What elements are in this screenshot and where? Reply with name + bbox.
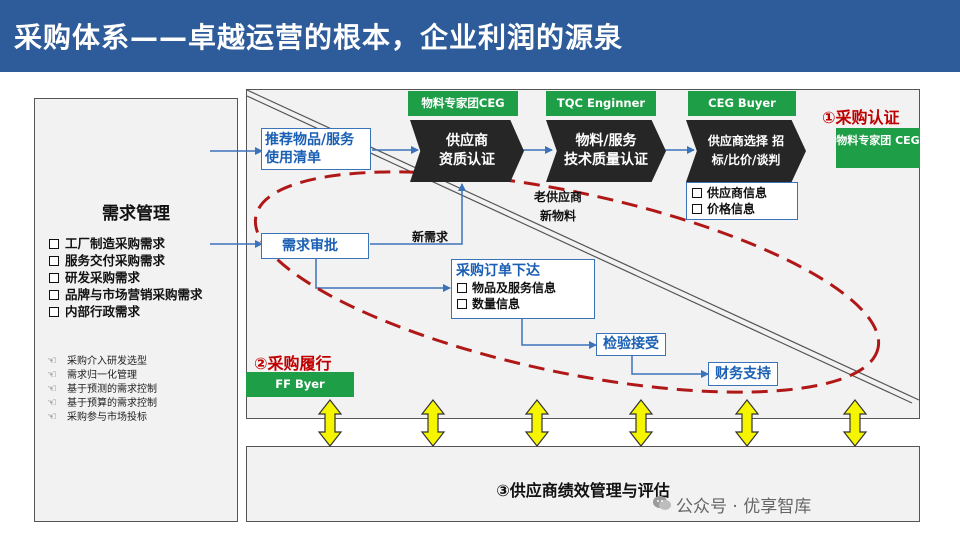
demand-management-panel: 需求管理 工厂制造采购需求 服务交付采购需求 研发采购需求 品牌与市场营销采购需…: [34, 98, 238, 522]
supplier-info-box: 供应商信息 价格信息: [686, 182, 798, 220]
double-arrow: [734, 399, 760, 447]
new-demand-label: 新需求: [412, 230, 449, 244]
page-title: 采购体系——卓越运营的根本，企业利润的源泉: [14, 21, 624, 54]
demand-sub-item: 采购介入研发选型: [47, 354, 235, 369]
order-item: 物品及服务信息: [456, 280, 590, 296]
demand-item: 品牌与市场营销采购需求: [47, 286, 235, 303]
demand-sub-item: 基于预测的需求控制: [47, 382, 235, 397]
demand-sub-item: 采购参与市场投标: [47, 410, 235, 425]
arrow-order-to-inspection: [521, 318, 597, 349]
tag-ceg-expert: 物料专家团CEG: [408, 91, 518, 116]
chevron-text: 供应商: [446, 133, 488, 149]
double-arrow: [524, 399, 550, 447]
demand-item: 内部行政需求: [47, 303, 235, 320]
demand-sub-list: 采购介入研发选型 需求归一化管理 基于预测的需求控制 基于预算的需求控制 采购参…: [47, 354, 235, 425]
chevron-text: 标/比价/谈判: [711, 153, 781, 167]
supplier-info-item: 供应商信息: [691, 185, 793, 201]
watermark-text: 公众号 · 优享智库: [676, 497, 812, 517]
demand-list: 工厂制造采购需求 服务交付采购需求 研发采购需求 品牌与市场营销采购需求 内部行…: [47, 235, 235, 320]
wechat-icon: [653, 496, 671, 510]
demand-item: 研发采购需求: [47, 269, 235, 286]
chevron-text: 供应商选择 招: [707, 134, 785, 148]
inspection-box: 检验接受: [596, 333, 666, 356]
demand-item: 工厂制造采购需求: [47, 235, 235, 252]
supplier-info-item: 价格信息: [691, 201, 793, 217]
sourcing-certification-label: ①采购认证: [822, 108, 900, 127]
recommend-list-box: 推荐物品/服务使用清单: [261, 128, 371, 170]
tag-ceg-buyer: CEG Buyer: [688, 91, 796, 116]
chevron-supplier-selection: 供应商选择 招标/比价/谈判: [686, 120, 806, 182]
sourcing-execution-label: ②采购履行: [254, 354, 332, 373]
finance-support-box: 财务支持: [708, 362, 778, 386]
arrow-inspection-to-finance: [631, 356, 709, 378]
order-item: 数量信息: [456, 296, 590, 312]
tag-right-ceg: 物料专家团 CEG: [836, 128, 920, 168]
chevron-text: 资质认证: [439, 152, 495, 168]
tag-ff-buyer: FF Byer: [246, 372, 354, 397]
chevron-text: 技术质量认证: [564, 152, 648, 168]
arrow-approval-to-order: [315, 258, 451, 292]
demand-sub-item: 需求归一化管理: [47, 368, 235, 383]
tag-tqc-engineer: TQC Enginner: [546, 91, 656, 116]
chevron-text: 物料/服务: [575, 133, 637, 149]
double-arrow: [628, 399, 654, 447]
double-arrow: [420, 399, 446, 447]
arrow-approval-to-qualification: [370, 183, 466, 245]
purchase-order-title: 采购订单下达: [456, 263, 540, 279]
purchase-order-box: 采购订单下达 物品及服务信息 数量信息: [451, 259, 595, 319]
old-supplier-label: 老供应商: [534, 190, 583, 204]
demand-sub-item: 基于预算的需求控制: [47, 396, 235, 411]
title-bar: 采购体系——卓越运营的根本，企业利润的源泉: [0, 0, 960, 72]
chevron-material-certification: 物料/服务技术质量认证: [546, 120, 666, 182]
new-material-label: 新物料: [540, 209, 577, 223]
execution-ellipse: [253, 170, 881, 394]
performance-label: ③供应商绩效管理与评估: [496, 481, 670, 500]
interface-arrows: [317, 399, 868, 447]
demand-management-title: 需求管理: [102, 204, 170, 224]
double-arrow: [842, 399, 868, 447]
demand-item: 服务交付采购需求: [47, 252, 235, 269]
double-arrow: [317, 399, 343, 447]
supplier-performance-panel: ③供应商绩效管理与评估: [246, 446, 920, 522]
demand-approval-box: 需求审批: [261, 233, 369, 259]
chevron-supplier-qualification: 供应商资质认证: [410, 120, 524, 182]
